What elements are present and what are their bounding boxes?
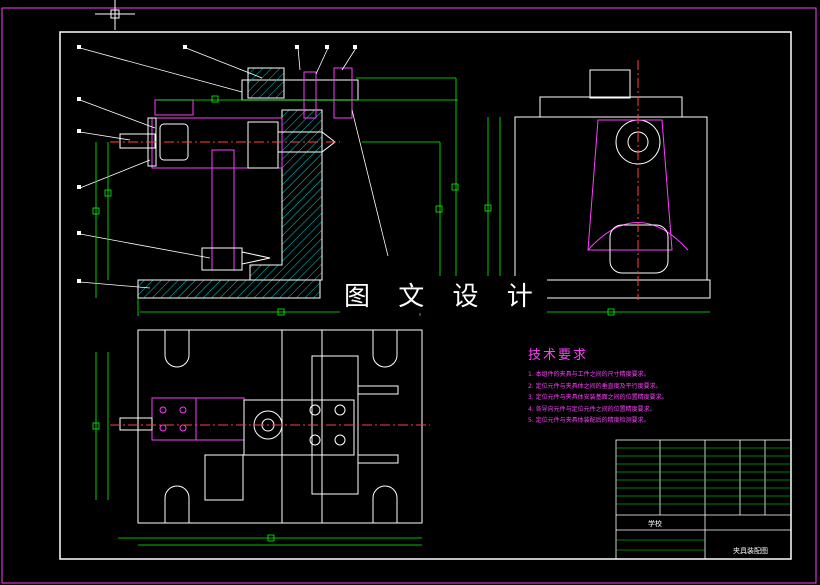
crosshair-cursor-icon <box>95 0 135 30</box>
slot-tl <box>164 330 190 368</box>
side-foot <box>609 224 669 274</box>
side-clamp-arm <box>587 119 673 251</box>
bolt-right <box>333 67 353 119</box>
front-dimensions <box>92 77 459 316</box>
side-top-cap <box>539 96 683 118</box>
top-outline <box>137 329 423 524</box>
tech-requirement-item: 4. 各导向元件与定位元件之间的位置精度要求。 <box>528 405 656 413</box>
side-body <box>514 116 708 281</box>
tech-requirement-item: 2. 定位元件与夹具体之间的垂直度及平行度要求。 <box>528 382 662 390</box>
nut-section <box>247 67 285 99</box>
title-block-school: 学校 <box>648 520 662 528</box>
title-block <box>615 439 792 560</box>
top-view <box>92 329 430 546</box>
guide-bush <box>247 121 279 169</box>
top-clamp-block <box>151 397 197 441</box>
slot-bl <box>164 485 190 523</box>
clamp-top-block <box>154 99 194 116</box>
leader-dots <box>77 45 357 283</box>
screw-shaft <box>119 133 156 149</box>
tech-requirements-list: 1. 本组件的夹具与工件之间的尺寸精度要求。 2. 定位元件与夹具体之间的垂直度… <box>528 369 668 427</box>
outer-border <box>1 7 817 584</box>
bolt-left <box>303 71 317 119</box>
clamp-foot <box>201 247 243 271</box>
slot-tr <box>372 330 398 368</box>
side-dimensions <box>484 117 710 316</box>
top-clamp-arm <box>195 397 245 441</box>
top-rail-2 <box>357 454 399 464</box>
watermark-text: 图 文 设 计 <box>340 276 547 313</box>
side-nut <box>589 69 631 99</box>
tech-requirement-item: 1. 本组件的夹具与工件之间的尺寸精度要求。 <box>528 371 650 378</box>
tech-requirement-item: 3. 定位元件与夹具体安装基面之间的位置精度要求。 <box>528 394 668 401</box>
slot-br <box>372 485 398 523</box>
support-body <box>249 109 323 281</box>
top-rail-1 <box>357 385 399 395</box>
clamp-arm <box>151 117 283 169</box>
top-plate <box>243 399 355 456</box>
leader-lines <box>79 47 389 289</box>
front-view <box>77 45 459 316</box>
clamp-tip <box>241 251 271 265</box>
title-block-rows <box>616 447 791 551</box>
top-foot <box>204 454 244 501</box>
locating-pin <box>277 131 336 153</box>
top-dimensions <box>92 352 422 546</box>
base-plate <box>137 279 321 299</box>
tech-requirement-item: 5. 定位元件与夹具体装配后的精度检测要求。 <box>528 417 650 424</box>
title-block-drawing-name: 夹具装配图 <box>733 547 768 555</box>
side-view <box>484 60 711 316</box>
tech-requirements-title: 技术要求 <box>528 348 589 363</box>
top-screw <box>119 417 153 431</box>
inner-border <box>59 31 792 560</box>
